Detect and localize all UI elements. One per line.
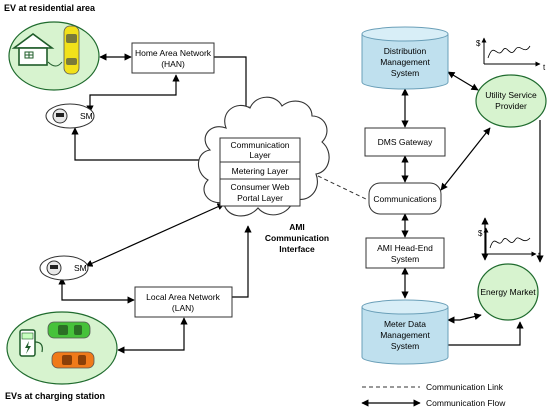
graph-top-y: $ [476, 39, 481, 48]
mdms-cylinder [361, 299, 449, 365]
flow-sm-cloud [71, 127, 213, 164]
flow-smb-lan [58, 277, 135, 304]
flow-mdms-corner [448, 321, 524, 346]
smart-meter-icon [46, 260, 62, 276]
sm-bottom-label: SM [74, 263, 87, 273]
mdms-label-3: System [391, 341, 419, 351]
comm-layer-label-sub: Layer [249, 150, 270, 160]
legend-flow-label: Communication Flow [426, 398, 506, 408]
utility-service-provider [475, 74, 547, 128]
car-icon [47, 321, 91, 339]
consumer-portal-box [219, 178, 301, 207]
dms-label-3: System [391, 68, 419, 78]
lan-box [134, 286, 233, 318]
headend-label-2: System [391, 254, 419, 264]
link-cloud-communications [317, 175, 369, 201]
metering-layer-label: Metering Layer [232, 166, 289, 176]
flow-dms-usp [447, 71, 479, 91]
han-label-sub: (HAN) [161, 59, 185, 69]
headend-box [365, 237, 445, 269]
usp-label-2: Provider [495, 101, 527, 111]
ami-title-2: Communication [265, 233, 329, 243]
han-label: Home Area Network [135, 48, 212, 58]
residential-title: EV at residential area [4, 3, 96, 13]
dms-label-2: Management [380, 57, 430, 67]
mdms-label-2: Management [380, 330, 430, 340]
car-icon [63, 25, 80, 75]
ami-title-3: Interface [279, 244, 315, 254]
price-graph-icon [481, 37, 541, 67]
dms-cylinder [361, 26, 449, 90]
consumer-label: Consumer Web [231, 182, 290, 192]
flow-comms-usp [440, 127, 491, 191]
ami-title-1: AMI [289, 222, 305, 232]
lan-label: Local Area Network [146, 292, 220, 302]
headend-label-1: AMI Head-End [377, 243, 433, 253]
usp-label-1: Utility Service [485, 90, 537, 100]
flow-lan-cloud [232, 225, 252, 298]
price-graph-icon [483, 227, 537, 257]
lan-label-sub: (LAN) [172, 303, 194, 313]
mdms-label-1: Meter Data [384, 319, 426, 329]
smart-meter-icon [52, 108, 68, 124]
energy-market-label: Energy Market [480, 287, 536, 297]
charger-icon [19, 329, 43, 357]
consumer-label-sub: Portal Layer [237, 193, 283, 203]
han-box [131, 42, 215, 74]
communications-label: Communications [373, 194, 436, 204]
dms-gateway-box [364, 127, 446, 157]
house-icon [11, 33, 63, 67]
comm-layer-label: Communication [230, 140, 289, 150]
sm-top-label: SM [80, 111, 93, 121]
dms-gateway-label: DMS Gateway [378, 137, 434, 147]
flow-market-mdms [447, 312, 482, 324]
graph-bot-x: t [538, 251, 541, 260]
graph-bot-y: $ [478, 229, 483, 238]
communications-box [368, 182, 442, 215]
legend-link-label: Communication Link [426, 382, 504, 392]
flow-han-cloud [214, 56, 250, 114]
graph-top-x: t [543, 63, 546, 72]
flow-station-lan [117, 317, 188, 354]
charging-title: EVs at charging station [5, 391, 105, 401]
flow-han-sm [86, 74, 180, 113]
dms-label-1: Distribution [384, 46, 427, 56]
flow-cloud-smb [85, 203, 225, 267]
car-icon [51, 351, 95, 369]
energy-market [477, 263, 539, 321]
